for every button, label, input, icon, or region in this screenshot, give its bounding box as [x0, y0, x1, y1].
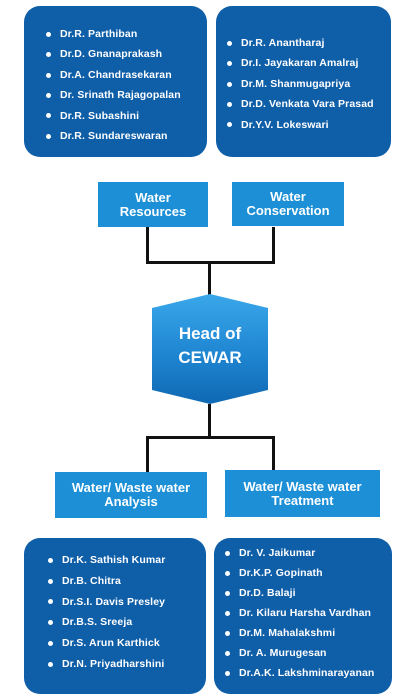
member-list: Dr. V. Jaikumar Dr.K.P. Gopinath Dr.D. B… — [225, 543, 392, 683]
analysis-members-card: Dr.K. Sathish Kumar Dr.B. Chitra Dr.S.I.… — [24, 538, 206, 694]
member-name: Dr.D. Balaji — [225, 583, 392, 603]
water-conservation-members-card: Dr.R. Anantharaj Dr.I. Jayakaran Amalraj… — [216, 6, 391, 157]
water-resources-label: Water Resources — [98, 182, 208, 227]
label-line: Water — [135, 189, 171, 205]
member-name: Dr. Srinath Rajagopalan — [46, 85, 207, 105]
member-name: Dr.B. Chitra — [48, 571, 206, 592]
water-waste-water-treatment-label: Water/ Waste water Treatment — [225, 470, 380, 517]
label-line: Resources — [119, 203, 187, 219]
member-list: Dr.R. Parthiban Dr.D. Gnanaprakash Dr.A.… — [46, 24, 207, 146]
head-line: CEWAR — [178, 348, 242, 367]
member-list: Dr.K. Sathish Kumar Dr.B. Chitra Dr.S.I.… — [48, 550, 206, 675]
member-name: Dr.K.P. Gopinath — [225, 563, 392, 583]
member-name: Dr.R. Subashini — [46, 106, 207, 126]
treatment-members-card: Dr. V. Jaikumar Dr.K.P. Gopinath Dr.D. B… — [214, 538, 392, 694]
connector-line — [272, 436, 275, 470]
label-line: Conservation — [246, 203, 330, 218]
member-name: Dr.N. Priyadharshini — [48, 654, 206, 675]
member-name: Dr.A. Chandrasekaran — [46, 65, 207, 85]
member-name: Dr.R. Sundareswaran — [46, 126, 207, 146]
head-of-cewar-title: Head of CEWAR — [148, 322, 272, 370]
member-name: Dr.I. Jayakaran Amalraj — [227, 53, 391, 73]
member-name: Dr.K. Sathish Kumar — [48, 550, 206, 571]
connector-line — [208, 261, 211, 295]
connector-line — [208, 404, 211, 438]
member-name: Dr.R. Anantharaj — [227, 33, 391, 53]
member-list: Dr.R. Anantharaj Dr.I. Jayakaran Amalraj… — [227, 33, 391, 135]
member-name: Dr.S.I. Davis Presley — [48, 592, 206, 613]
water-waste-water-analysis-label: Water/ Waste water Analysis — [55, 472, 207, 518]
connector-line — [272, 227, 275, 263]
member-name: Dr.D. Venkata Vara Prasad — [227, 94, 391, 114]
member-name: Dr. A. Murugesan — [225, 643, 392, 663]
member-name: Dr.D. Gnanaprakash — [46, 44, 207, 64]
water-conservation-label: Water Conservation — [232, 182, 344, 226]
label-line: Analysis — [104, 494, 158, 509]
member-name: Dr.S. Arun Karthick — [48, 633, 206, 654]
label-line: Water/ Waste water — [71, 480, 191, 495]
connector-line — [146, 436, 275, 439]
member-name: Dr.Y.V. Lokeswari — [227, 115, 391, 135]
member-name: Dr. V. Jaikumar — [225, 543, 392, 563]
connector-line — [146, 227, 149, 263]
member-name: Dr.R. Parthiban — [46, 24, 207, 44]
member-name: Dr.M. Shanmugapriya — [227, 74, 391, 94]
label-line: Treatment — [271, 492, 334, 508]
connector-line — [146, 436, 149, 472]
label-line: Water — [270, 189, 306, 204]
member-name: Dr.A.K. Lakshminarayanan — [225, 663, 392, 683]
member-name: Dr. Kilaru Harsha Vardhan — [225, 603, 392, 623]
member-name: Dr.B.S. Sreeja — [48, 612, 206, 633]
member-name: Dr.M. Mahalakshmi — [225, 623, 392, 643]
head-line: Head of — [178, 324, 242, 343]
label-line: Water/ Waste water — [243, 478, 362, 494]
water-resources-members-card: Dr.R. Parthiban Dr.D. Gnanaprakash Dr.A.… — [24, 6, 207, 157]
